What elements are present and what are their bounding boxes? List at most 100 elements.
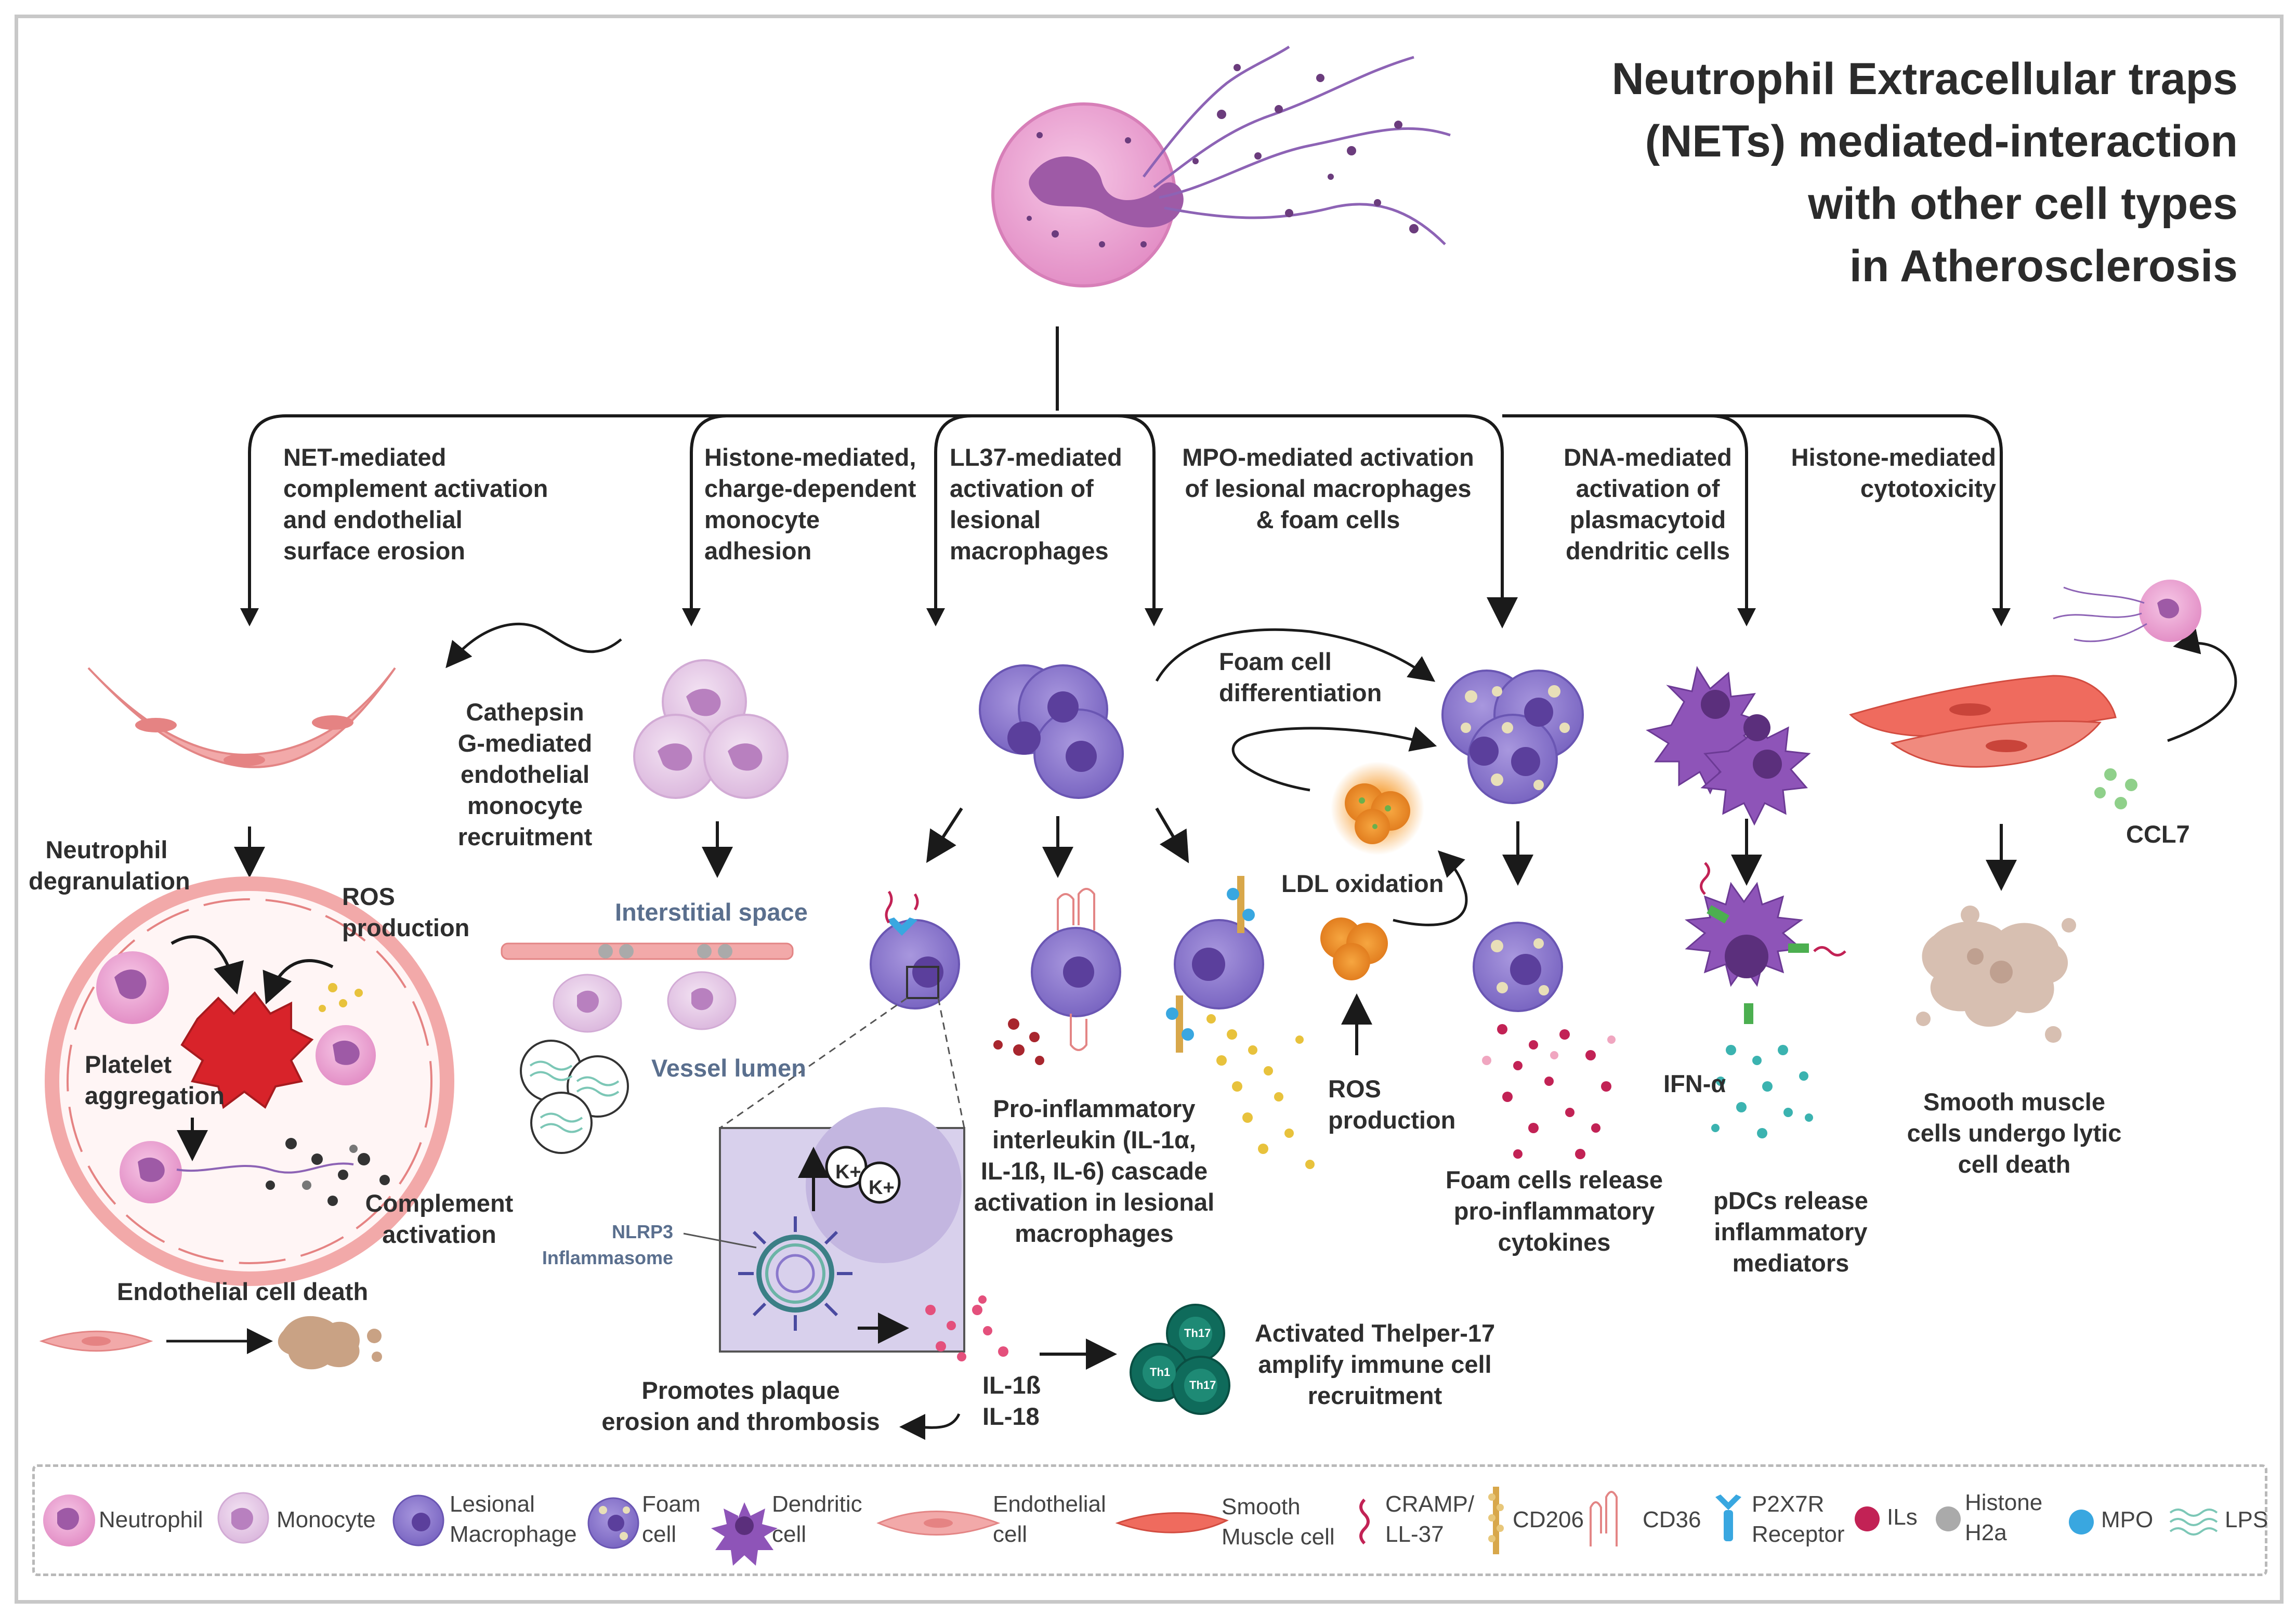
- macrophage-icon: [392, 1494, 444, 1546]
- cramp-icon: [1359, 1498, 1370, 1545]
- legend-cramp-ll37: CRAMP/LL-37: [1385, 1491, 1475, 1547]
- recruited-neutrophil: [2053, 580, 2201, 642]
- th17-cell-label-1: Th17: [1184, 1327, 1211, 1340]
- title-line-1: Neutrophil Extracellular traps: [1611, 54, 2238, 104]
- legend-cd36: CD36: [1643, 1507, 1701, 1532]
- branch-tree: [248, 326, 2003, 628]
- arrow-foam-differentiation: [1155, 628, 1436, 682]
- th17-cell-label-3: Th17: [1189, 1379, 1216, 1392]
- smooth-muscle-cell-icon: [1115, 1512, 1229, 1533]
- legend-box: [32, 1464, 2267, 1576]
- arrow-plaque: [899, 1413, 961, 1440]
- macrophage-fan-arrows: [926, 807, 1189, 878]
- endothelial-cell-icon: [876, 1511, 1001, 1536]
- legend-cd206: CD206: [1513, 1507, 1584, 1532]
- th17-cluster: [1130, 1304, 1230, 1415]
- dendritic-cell-cluster: [1646, 666, 1811, 826]
- cd36-icon: [1590, 1491, 1618, 1546]
- label-endothelial-cell-death: Endothelial cell death: [117, 1278, 369, 1305]
- label-vessel-lumen: Vessel lumen: [651, 1054, 806, 1082]
- vessel-cross-section: [45, 876, 454, 1286]
- title-line-4: in Atherosclerosis: [1849, 241, 2238, 291]
- foam-cell-cluster: [1441, 670, 1584, 804]
- lps-icon: [2169, 1509, 2218, 1536]
- oxidized-ldl: [1331, 762, 1424, 855]
- legend-ils: ILs: [1887, 1504, 1918, 1530]
- macrophage-p2x7r: [870, 890, 960, 1009]
- activated-pdc: [1684, 862, 1846, 1024]
- il-dots: [925, 1295, 1008, 1361]
- figure-frame: [15, 15, 2284, 1604]
- endothelial-cell-death: [39, 1316, 382, 1370]
- label-k-plus-1: K+: [835, 1161, 861, 1183]
- legend-icons: [43, 1487, 2218, 1566]
- label-k-plus-2: K+: [869, 1177, 895, 1199]
- foam-cell-icon: [587, 1497, 639, 1549]
- legend-mpo: MPO: [2101, 1507, 2154, 1532]
- cytokine-dots: [1482, 1024, 1616, 1159]
- legend-neutrophil: Neutrophil: [99, 1507, 203, 1532]
- dendritic-cell-icon: [711, 1502, 778, 1566]
- label-ccl7: CCL7: [2126, 820, 2190, 848]
- label-interstitial-space: Interstitial space: [615, 898, 808, 926]
- th17-cell-label-2: Th1: [1150, 1366, 1171, 1379]
- label-ifn-alpha: IFN-α: [1663, 1070, 1726, 1097]
- legend-monocyte: Monocyte: [277, 1507, 376, 1532]
- net-releasing-neutrophil: [991, 45, 1451, 287]
- ifn-dots: [1711, 1045, 1813, 1138]
- smooth-muscle-cells: [1849, 675, 2117, 768]
- macrophage-cd36: [993, 888, 1121, 1065]
- legend-lps: LPS: [2225, 1507, 2268, 1532]
- native-ldl: [1320, 917, 1388, 980]
- monocyte-icon: [217, 1492, 269, 1544]
- arrow-cathepsin: [445, 622, 622, 668]
- lysed-smooth-muscle: [1916, 906, 2076, 1043]
- histone-icon: [1936, 1506, 1961, 1531]
- lesional-macrophage-cluster: [979, 664, 1124, 799]
- il-icon: [1855, 1506, 1880, 1531]
- macrophage-cd206: [1166, 876, 1315, 1169]
- foam-cell-single: [1473, 922, 1563, 1012]
- monocyte-cluster: [633, 659, 789, 799]
- neutrophil-icon: [43, 1494, 95, 1546]
- figure-title: Neutrophil Extracellular traps (NETs) me…: [1406, 48, 2238, 297]
- branch-arrowheads: [240, 608, 2011, 626]
- inflammasome-zoom: [683, 997, 965, 1353]
- title-line-3: with other cell types: [1808, 179, 2238, 229]
- title-line-2: (NETs) mediated-interaction: [1645, 116, 2238, 166]
- vessel-wall-adhesion: [501, 942, 794, 1154]
- cd206-icon: [1488, 1487, 1504, 1554]
- mpo-icon: [2069, 1510, 2094, 1535]
- p2x7r-icon: [1715, 1494, 1741, 1541]
- arrow-ldl-oxidation: [1393, 850, 1468, 926]
- arrow-ldl-to-foam: [1231, 726, 1437, 792]
